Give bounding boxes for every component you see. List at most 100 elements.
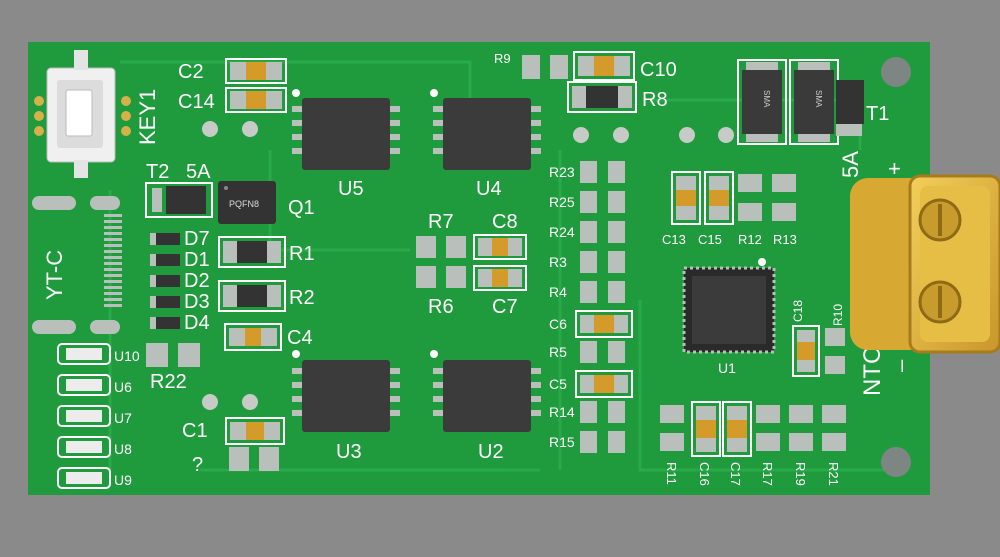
u2-ic bbox=[430, 350, 541, 432]
c14-capacitor bbox=[225, 87, 287, 113]
r22-pad bbox=[178, 343, 200, 367]
usb-c-slot bbox=[32, 320, 76, 334]
r8-resistor bbox=[567, 81, 637, 113]
q1-label: Q1 bbox=[288, 197, 315, 219]
r1-label: R1 bbox=[289, 243, 315, 265]
d7-label: D7 bbox=[184, 228, 210, 250]
u7-label: U7 bbox=[114, 410, 132, 426]
u4-label: U4 bbox=[476, 178, 502, 200]
usb-c-slot bbox=[90, 196, 120, 210]
led-bodies bbox=[66, 348, 102, 484]
key1-switch bbox=[34, 50, 131, 178]
q1-part-label: PQFN8 bbox=[229, 199, 259, 209]
r17-label: R17 bbox=[760, 462, 775, 486]
r5-label: R5 bbox=[549, 344, 567, 360]
u8-label: U8 bbox=[114, 441, 132, 457]
r24-label: R24 bbox=[549, 224, 575, 240]
power-connector bbox=[850, 174, 1000, 354]
sma-diode-1 bbox=[737, 59, 787, 145]
usb-c-slot bbox=[32, 196, 76, 210]
u1-microcontroller bbox=[682, 258, 776, 354]
r3-label: R3 bbox=[549, 254, 567, 270]
r7-r6-pads bbox=[416, 236, 466, 288]
r8-label: R8 bbox=[642, 89, 668, 111]
d4-label: D4 bbox=[184, 312, 210, 334]
r22-label: R22 bbox=[150, 371, 187, 393]
t2-rating: 5A bbox=[186, 161, 211, 183]
led-array bbox=[57, 343, 111, 489]
c16-capacitor bbox=[691, 401, 721, 457]
c4-capacitor bbox=[224, 323, 282, 351]
r9-pad bbox=[522, 55, 540, 79]
test-point bbox=[202, 394, 218, 410]
r14-label: R14 bbox=[549, 404, 575, 420]
d3-label: D3 bbox=[184, 291, 210, 313]
c8-label: C8 bbox=[492, 211, 518, 233]
c10-label: C10 bbox=[640, 59, 677, 81]
r2-label: R2 bbox=[289, 287, 315, 309]
c1-capacitor bbox=[225, 417, 285, 471]
test-point bbox=[242, 394, 258, 410]
r6-label: R6 bbox=[428, 296, 454, 318]
c16-label: C16 bbox=[697, 462, 712, 486]
t1-rating: 5A bbox=[838, 151, 863, 178]
c6-capacitor bbox=[575, 310, 633, 338]
c13-label: C13 bbox=[662, 232, 686, 247]
c15-label: C15 bbox=[698, 232, 722, 247]
r15-label: R15 bbox=[549, 434, 575, 450]
c7-label: C7 bbox=[492, 296, 518, 318]
u4-ic bbox=[430, 89, 541, 170]
test-point bbox=[679, 127, 695, 143]
r7-label: R7 bbox=[428, 211, 454, 233]
r10-pad bbox=[825, 356, 845, 374]
test-point bbox=[242, 121, 258, 137]
c1-label: C1 bbox=[182, 420, 208, 442]
ntc-label: NTC bbox=[859, 347, 886, 396]
r23-label: R23 bbox=[549, 164, 575, 180]
positive-terminal-label: + bbox=[888, 156, 901, 181]
r22-pad bbox=[146, 343, 168, 367]
u3-label: U3 bbox=[336, 441, 362, 463]
u10-label: U10 bbox=[114, 348, 140, 364]
r21-label: R21 bbox=[826, 462, 841, 486]
c17-capacitor bbox=[722, 401, 752, 457]
r19-label: R19 bbox=[793, 462, 808, 486]
q1-mosfet bbox=[218, 181, 276, 224]
t2-label: T2 bbox=[146, 161, 169, 183]
r11-label: R11 bbox=[664, 462, 679, 485]
r12-r13-pads bbox=[738, 174, 796, 221]
c8-capacitor bbox=[473, 234, 527, 260]
c18-capacitor bbox=[792, 325, 820, 377]
resistor-column bbox=[580, 161, 625, 453]
test-point bbox=[573, 127, 589, 143]
c7-capacitor bbox=[473, 265, 527, 291]
r10-label: R10 bbox=[831, 304, 845, 326]
key1-label: KEY1 bbox=[135, 89, 160, 145]
mount-hole bbox=[881, 57, 911, 87]
bottom-right-pads bbox=[660, 405, 846, 451]
d2-label: D2 bbox=[184, 270, 210, 292]
negative-terminal-label: – bbox=[888, 359, 913, 372]
t1-label: T1 bbox=[866, 103, 889, 125]
c6-label: C6 bbox=[549, 316, 567, 332]
usb-c-slot bbox=[90, 320, 120, 334]
test-point bbox=[718, 127, 734, 143]
c5-capacitor bbox=[575, 370, 633, 398]
r13-label: R13 bbox=[773, 232, 797, 247]
t1-transistor bbox=[836, 80, 864, 136]
u5-ic bbox=[292, 89, 400, 170]
c2-label: C2 bbox=[178, 61, 204, 83]
yt-c-label: YT-C bbox=[42, 250, 67, 300]
u5-label: U5 bbox=[338, 178, 364, 200]
u6-label: U6 bbox=[114, 379, 132, 395]
test-point bbox=[613, 127, 629, 143]
r12-label: R12 bbox=[738, 232, 762, 247]
c17-label: C17 bbox=[728, 462, 743, 486]
r9-label: R9 bbox=[494, 51, 511, 66]
c2-capacitor bbox=[225, 58, 287, 84]
r4-label: R4 bbox=[549, 284, 567, 300]
r1-resistor bbox=[218, 236, 286, 268]
test-point bbox=[202, 121, 218, 137]
usb-c-pins bbox=[104, 214, 122, 307]
c18-label: C18 bbox=[791, 300, 805, 322]
